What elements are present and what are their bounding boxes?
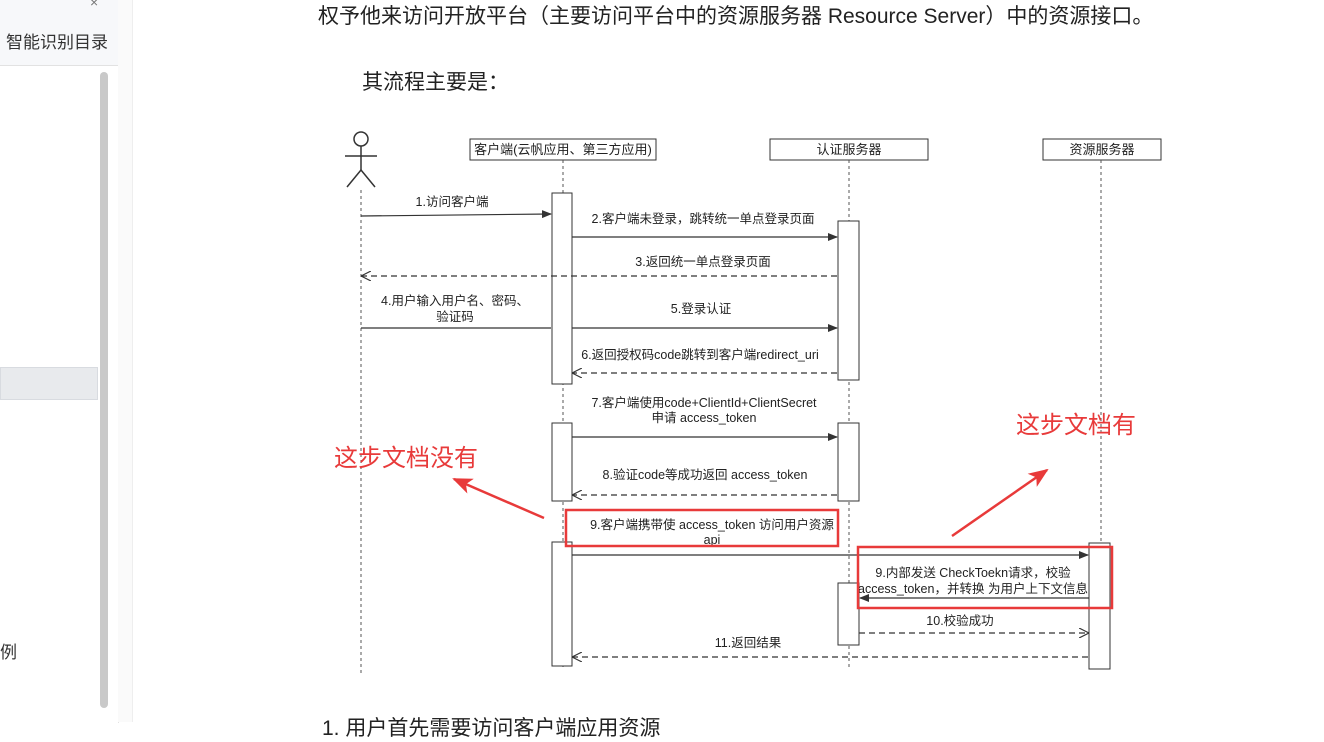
annotation-right-text: 这步文档有 [1016, 412, 1136, 439]
message-1-arrow [360, 210, 552, 219]
annotation-right-arrow [951, 468, 1049, 538]
message-1-label: 1.访问客户端 [416, 194, 489, 209]
message-6-label: 6.返回授权码code跳转到客户端redirect_uri [581, 347, 819, 362]
message-4-label-line1: 4.用户输入用户名、密码、 [381, 293, 529, 308]
annotation-left-arrow [452, 477, 545, 520]
highlight-box-step9-internal [856, 545, 1114, 610]
annotation-left-text: 这步文档没有 [334, 445, 478, 472]
close-icon[interactable]: × [90, 0, 99, 10]
participant-resource-label: 资源服务器 [1069, 142, 1134, 157]
sidebar-gutter[interactable] [118, 0, 133, 722]
toc-scrollbar[interactable] [100, 72, 108, 708]
message-7-label-line1: 7.客户端使用code+ClientId+ClientSecret [591, 395, 817, 410]
activation-client-3 [551, 541, 573, 667]
message-2-label: 2.客户端未登录，跳转统一单点登录页面 [592, 211, 815, 226]
message-9-label-line1: 9.客户端携带使 access_token 访问用户资源 [590, 517, 834, 532]
user-actor-icon [345, 131, 377, 188]
message-8-label: 8.验证code等成功返回 access_token [603, 467, 808, 482]
activation-client-2 [551, 422, 573, 502]
activation-auth-1 [837, 220, 860, 381]
message-9-internal-label-line2: access_token，并转换 为用户上下文信息 [858, 581, 1088, 596]
message-11-label: 11.返回结果 [715, 636, 782, 650]
activation-auth-2 [837, 422, 860, 502]
activation-resource [1088, 542, 1111, 670]
message-7-label-line2: 申请 access_token [652, 411, 757, 425]
toc-sidebar: × 智能识别目录 例 [0, 0, 119, 723]
paragraph-text: 权予他来访问开放平台（主要访问平台中的资源服务器 Resource Server… [318, 5, 1154, 28]
message-4-label-line2: 验证码 [436, 309, 474, 324]
activation-client-1 [551, 192, 573, 385]
participant-client-label: 客户端(云帆应用、第三方应用) [474, 142, 652, 157]
sequence-diagram: 客户端(云帆应用、第三方应用) 认证服务器 资源服务器 1.访问客户 [334, 131, 1162, 675]
flow-intro-text: 其流程主要是： [362, 71, 509, 94]
toc-title: 智能识别目录 [6, 33, 108, 52]
highlight-box-step9 [564, 508, 840, 548]
message-5-label: 5.登录认证 [671, 301, 732, 316]
toc-selected-item[interactable] [0, 367, 98, 400]
toc-item-partial[interactable]: 例 [0, 643, 17, 662]
message-9-label-line2: api [704, 533, 721, 547]
participant-resource-box [1042, 138, 1162, 161]
participant-auth-label: 认证服务器 [816, 142, 881, 157]
message-3-label: 3.返回统一单点登录页面 [635, 254, 770, 269]
message-9-internal-label-line1: 9.内部发送 CheckToekn请求，校验 [875, 565, 1071, 580]
message-10-label: 10.校验成功 [926, 613, 993, 628]
activation-auth-3 [837, 582, 860, 646]
